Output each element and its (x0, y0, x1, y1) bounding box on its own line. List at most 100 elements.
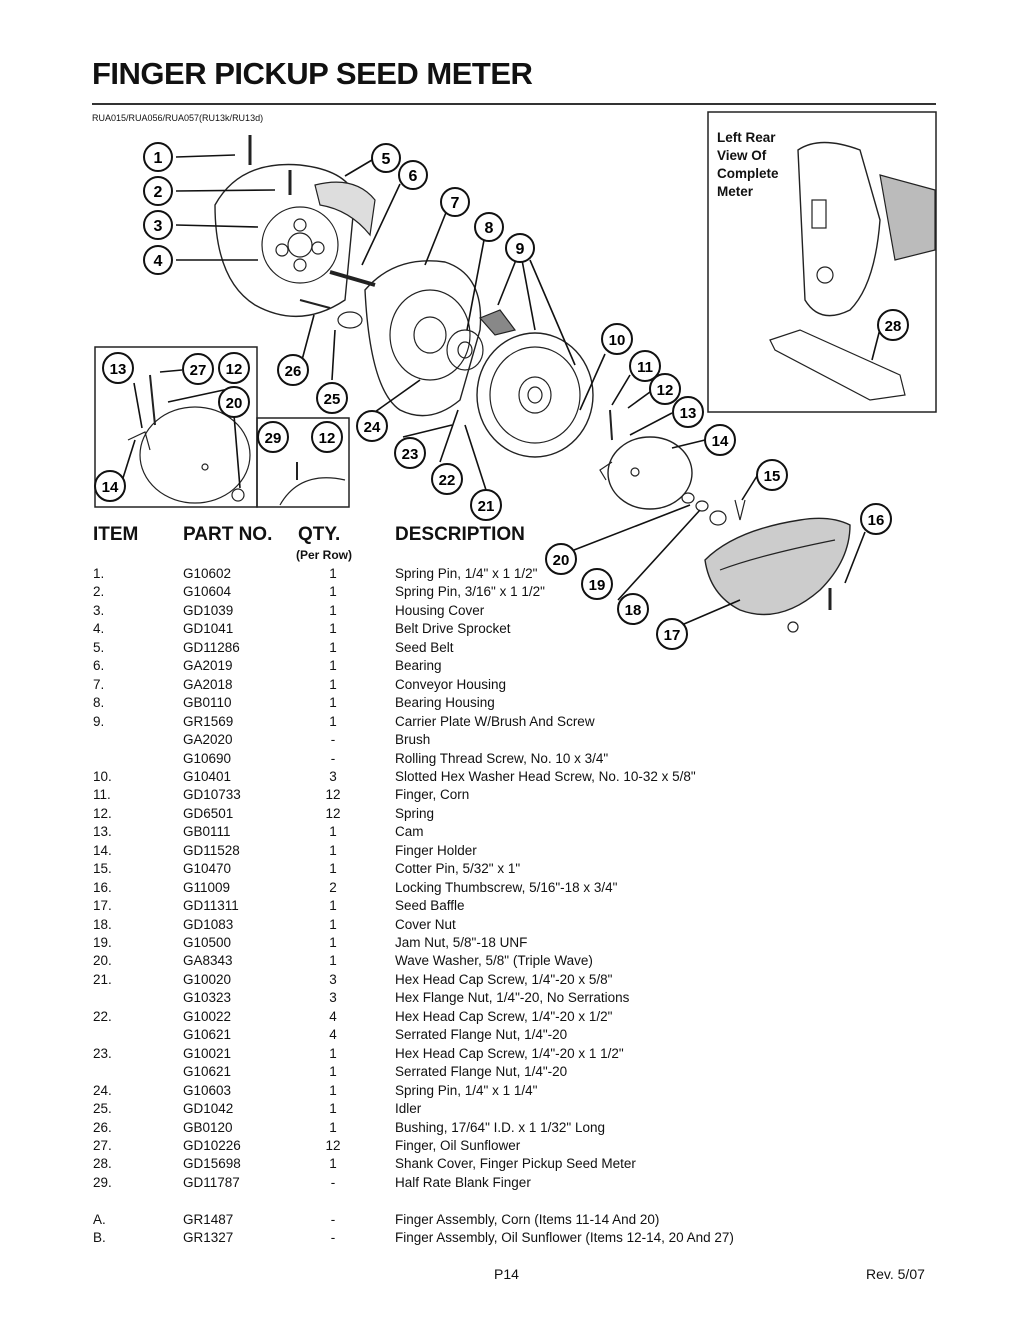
part-number: G10020 (183, 971, 232, 987)
inset-label-line: Meter (717, 184, 754, 199)
callout-10: 10 (601, 323, 633, 355)
item-number: 28. (93, 1156, 112, 1172)
item-number: 14. (93, 842, 112, 858)
quantity: 1 (329, 1064, 337, 1080)
item-number: 19. (93, 935, 112, 950)
callout-18: 18 (617, 593, 649, 625)
callout-9: 9 (505, 233, 535, 263)
quantity: 1 (329, 898, 337, 914)
item-number: 20. (93, 953, 112, 969)
part-number: GD15698 (183, 1156, 241, 1172)
callout-1: 1 (143, 142, 173, 172)
callout-2-label: 2 (154, 184, 163, 201)
parts-row: G10690-Rolling Thread Screw, No. 10 x 3/… (0, 750, 800, 768)
callout-12-inset-a: 12 (218, 352, 250, 384)
description: Spring (395, 805, 435, 821)
callout-7: 7 (440, 187, 470, 217)
callout-5: 5 (371, 143, 401, 173)
quantity: 2 (329, 879, 337, 895)
item-number: 26. (93, 1119, 112, 1135)
quantity: 3 (329, 990, 337, 1006)
description: Serrated Flange Nut, 1/4"-20 (395, 1027, 568, 1043)
callout-21-label: 21 (478, 498, 495, 515)
item-number: 5. (93, 639, 105, 655)
callout-11: 11 (629, 350, 661, 382)
callout-28: 28 (877, 309, 909, 341)
description: Belt Drive Sprocket (395, 621, 511, 637)
part-number: G10022 (183, 1008, 232, 1024)
callout-26-label: 26 (285, 363, 302, 380)
inset-label-line: Complete (717, 166, 779, 181)
item-number: 13. (93, 824, 112, 840)
description: Rolling Thread Screw, No. 10 x 3/4" (395, 750, 609, 766)
description: Finger Assembly, Corn (Items 11-14 And 2… (395, 1211, 660, 1227)
inset-box-rear-view (707, 111, 937, 413)
quantity: 1 (329, 1082, 337, 1098)
item-number: 2. (93, 584, 105, 600)
callout-12-inset-a-label: 12 (226, 361, 243, 378)
description: Bushing, 17/64" I.D. x 1 1/32" Long (395, 1119, 605, 1135)
item-number: 18. (93, 916, 112, 932)
part-number: GD11528 (183, 842, 240, 858)
quantity: 1 (329, 1045, 337, 1061)
description: Idler (395, 1101, 422, 1117)
callout-13-inset-label: 13 (110, 361, 127, 378)
callout-27: 27 (182, 353, 214, 385)
callout-10-label: 10 (609, 332, 626, 349)
part-number: G10690 (183, 750, 232, 766)
part-number: GB0111 (183, 824, 231, 840)
part-number: G10500 (183, 935, 232, 950)
item-number: 8. (93, 695, 105, 711)
part-number: GD1042 (183, 1101, 234, 1117)
exploded-diagram: 1 2 3 4 5 6 7 8 9 10 11 12 13 14 15 16 1… (94, 111, 937, 650)
callout-29-label: 29 (265, 430, 282, 447)
callout-18-label: 18 (625, 602, 642, 619)
quantity: 1 (329, 842, 337, 858)
quantity: - (330, 1174, 336, 1190)
quantity: 1 (329, 1119, 337, 1135)
callout-13-label: 13 (680, 405, 697, 422)
item-number: 9. (93, 713, 105, 729)
part-number: G10621 (183, 1064, 232, 1080)
part-number: GD1083 (183, 916, 234, 932)
callouts: 1 2 3 4 5 6 7 8 9 10 11 12 13 14 15 16 1… (94, 142, 909, 650)
description: Spring Pin, 1/4" x 1 1/2" (395, 566, 538, 581)
quantity: 1 (329, 695, 337, 711)
description: Jam Nut, 5/8"-18 UNF (395, 935, 528, 950)
part-number: GD11787 (183, 1174, 240, 1190)
item-number: 22. (93, 1008, 112, 1024)
description: Locking Thumbscrew, 5/16"-18 x 3/4" (395, 879, 618, 895)
quantity: 4 (329, 1027, 337, 1043)
part-number: GB0110 (183, 695, 232, 711)
description: Hex Head Cap Screw, 1/4"-20 x 5/8" (395, 971, 613, 987)
part-number: G10604 (183, 584, 232, 600)
description: Slotted Hex Washer Head Screw, No. 10-32… (395, 768, 696, 784)
part-number: G10602 (183, 566, 232, 581)
description: Cotter Pin, 5/32" x 1" (395, 861, 521, 877)
part-number: GA2020 (183, 732, 233, 748)
item-number: 11. (93, 787, 111, 803)
item-number: 7. (93, 676, 105, 692)
parts-row: B.GR1327-Finger Assembly, Oil Sunflower … (0, 1229, 800, 1247)
item-number: 15. (93, 861, 112, 877)
page-number: P14 (494, 1266, 519, 1282)
part-number: GA8343 (183, 953, 233, 969)
callout-20-inset-label: 20 (226, 395, 243, 412)
part-number: GD1041 (183, 621, 234, 637)
callout-12-inset-b-label: 12 (319, 430, 336, 447)
callout-23: 23 (394, 437, 426, 469)
